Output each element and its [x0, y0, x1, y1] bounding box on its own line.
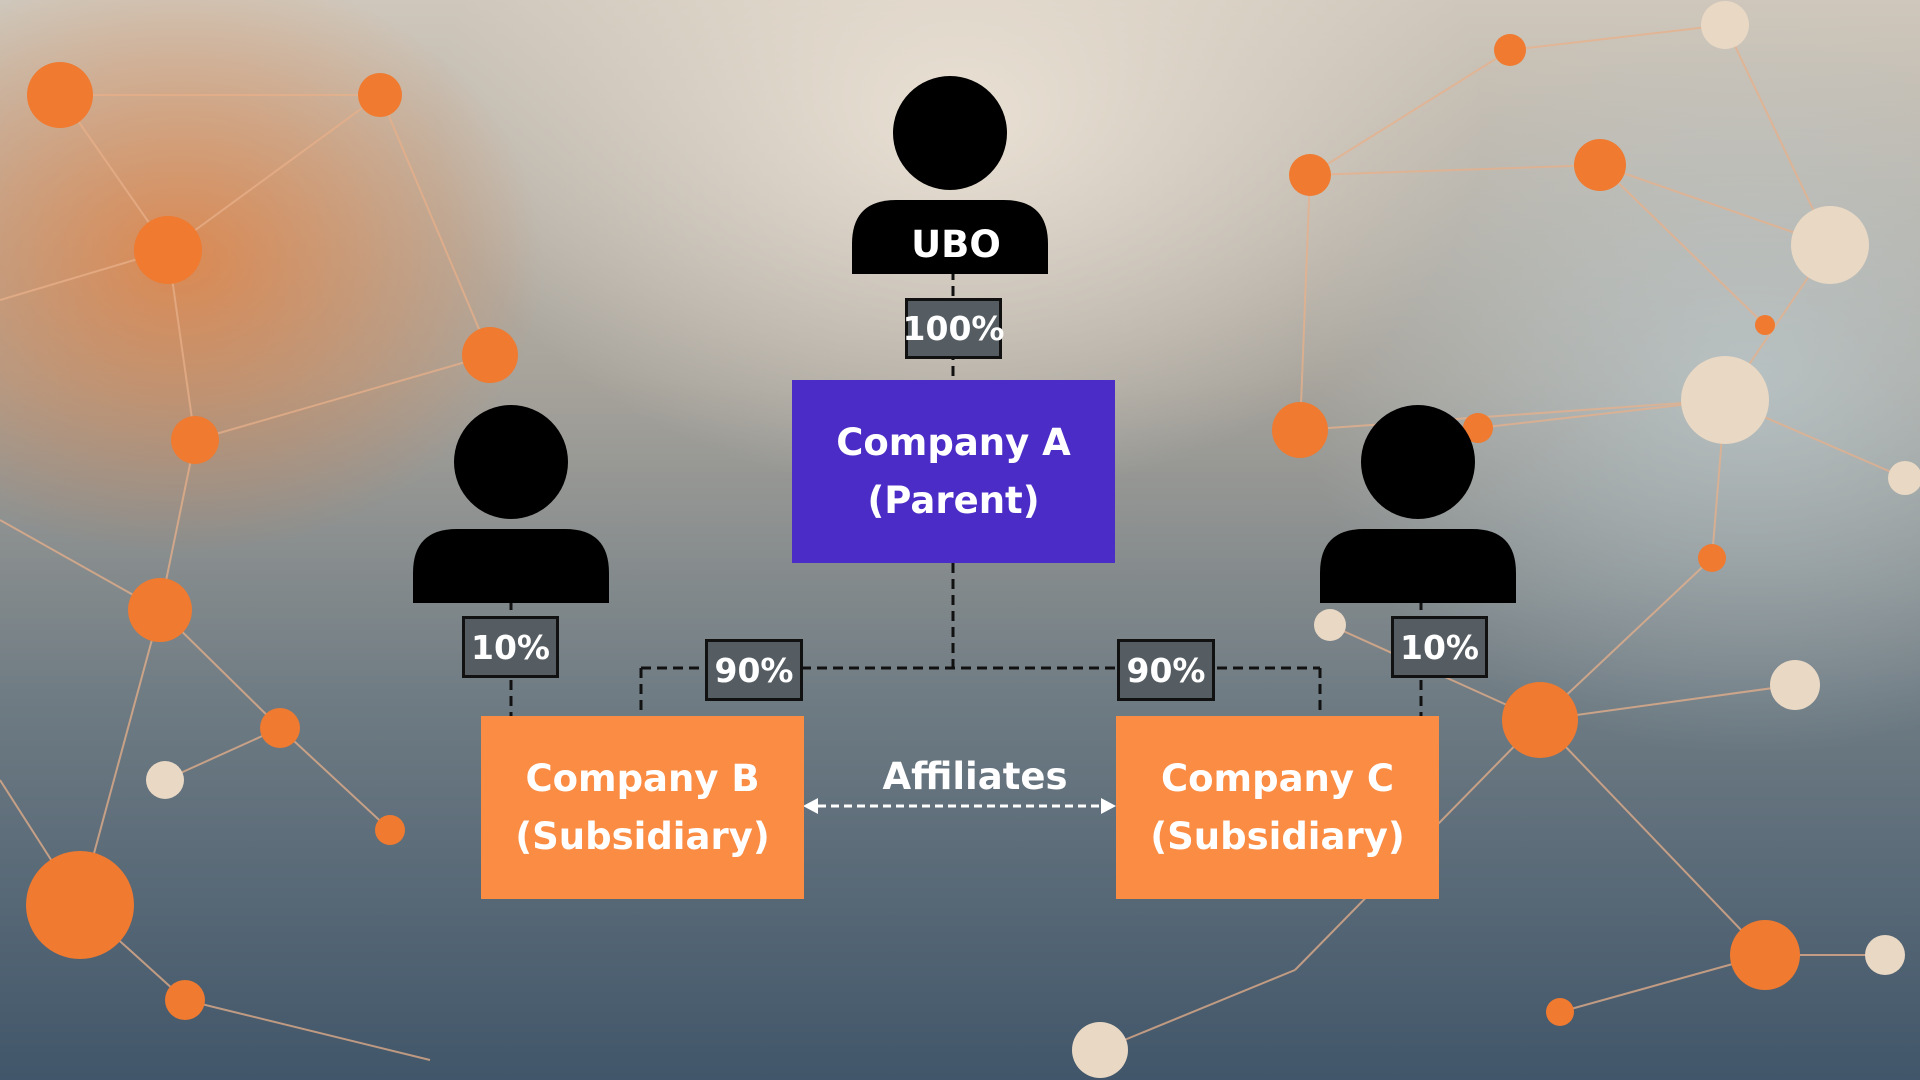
company-b-role: (Subsidiary): [515, 814, 770, 858]
arrowhead-right: [1101, 798, 1116, 814]
company-c-name: Company C: [1160, 756, 1395, 800]
affiliates-label: Affiliates: [882, 755, 1068, 798]
company-c-subsidiary-box: Company C (Subsidiary): [1116, 716, 1439, 899]
company-a-role: (Parent): [867, 478, 1040, 522]
company-b-name: Company B: [525, 756, 760, 800]
arrowhead-left: [803, 798, 818, 814]
company-c-role: (Subsidiary): [1150, 814, 1405, 858]
ubo-label: UBO: [911, 223, 1001, 266]
company-a-name: Company A: [836, 420, 1071, 464]
company-b-subsidiary-box: Company B (Subsidiary): [481, 716, 804, 899]
ownership-owner-c: 10%: [1391, 616, 1488, 678]
ownership-parent-b: 90%: [705, 639, 803, 701]
ownership-parent-c: 90%: [1117, 639, 1215, 701]
company-a-parent-box: Company A (Parent): [792, 380, 1115, 563]
ownership-ubo-parent: 100%: [903, 298, 1004, 359]
ownership-owner-b: 10%: [462, 616, 559, 678]
